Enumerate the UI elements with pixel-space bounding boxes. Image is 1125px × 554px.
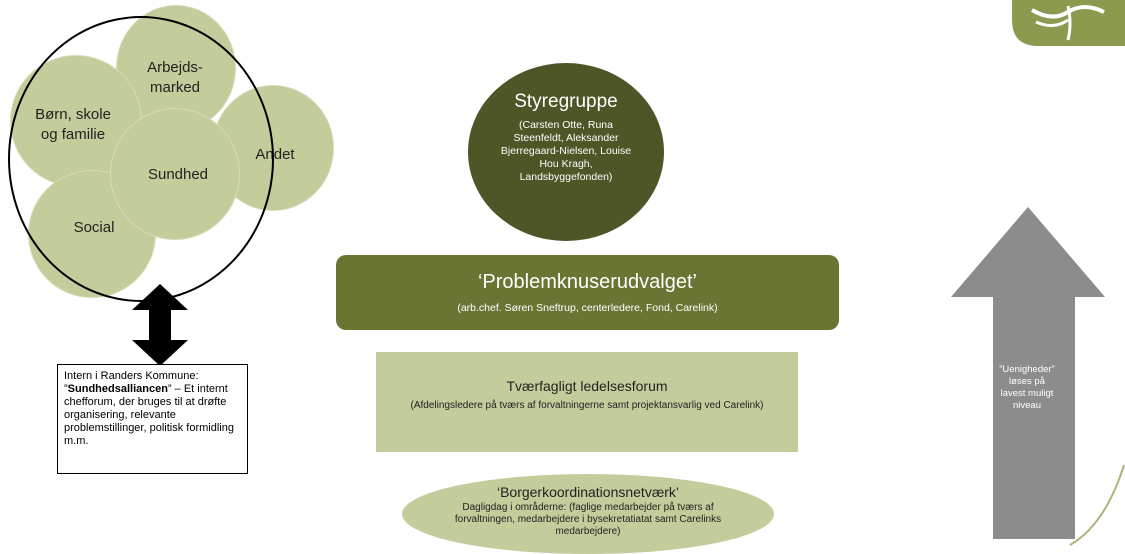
intern-prefix: Intern i Randers Kommune: ”: [64, 370, 199, 395]
borgerkoordinationsnetvaerk-ellipse: ‘Borgerkoordinationsnetværk’ Dagligdag i…: [402, 474, 774, 554]
styregruppe-title: Styregruppe: [514, 91, 618, 112]
styregruppe-members: (Carsten Otte, Runa Steenfeldt, Aleksand…: [500, 119, 632, 183]
logo-mark-icon: [1012, 0, 1125, 46]
problemknuserudvalget-members: (arb.chef. Søren Sneftrup, centerledere,…: [457, 302, 718, 314]
tvaerfagligt-description: (Afdelingsledere på tværs af forvaltning…: [410, 400, 764, 411]
intern-suffix: ” – Et internt chefforum, der bruges til…: [64, 383, 234, 447]
enclosing-ring: [8, 16, 274, 302]
escalation-arrow-text: ”Uenigheder” løses på lavest muligt nive…: [999, 364, 1055, 411]
tvaerfagligt-title: Tværfagligt ledelsesforum: [506, 378, 668, 394]
up-arrow-icon: [951, 207, 1105, 539]
borgerkoordination-description: Dagligdag i områderne: (faglige medarbej…: [454, 502, 722, 537]
logo: [1012, 0, 1125, 46]
problemknuserudvalget-box: ‘Problemknuserudvalget’ (arb.chef. Søren…: [336, 255, 839, 330]
decorative-curve: [1069, 464, 1125, 546]
styregruppe-ellipse: Styregruppe (Carsten Otte, Runa Steenfel…: [468, 63, 664, 241]
borgerkoordination-title: ‘Borgerkoordinationsnetværk’: [496, 484, 680, 500]
intern-sundhedsalliancen-box: Intern i Randers Kommune: ”Sundhedsallia…: [57, 364, 248, 474]
intern-bold: Sundhedsalliancen: [67, 383, 168, 395]
tvaerfagligt-ledelsesforum-box: Tværfagligt ledelsesforum (Afdelingslede…: [376, 352, 798, 452]
problemknuserudvalget-title: ‘Problemknuserudvalget’: [477, 271, 697, 293]
double-arrow-icon: [132, 284, 188, 366]
